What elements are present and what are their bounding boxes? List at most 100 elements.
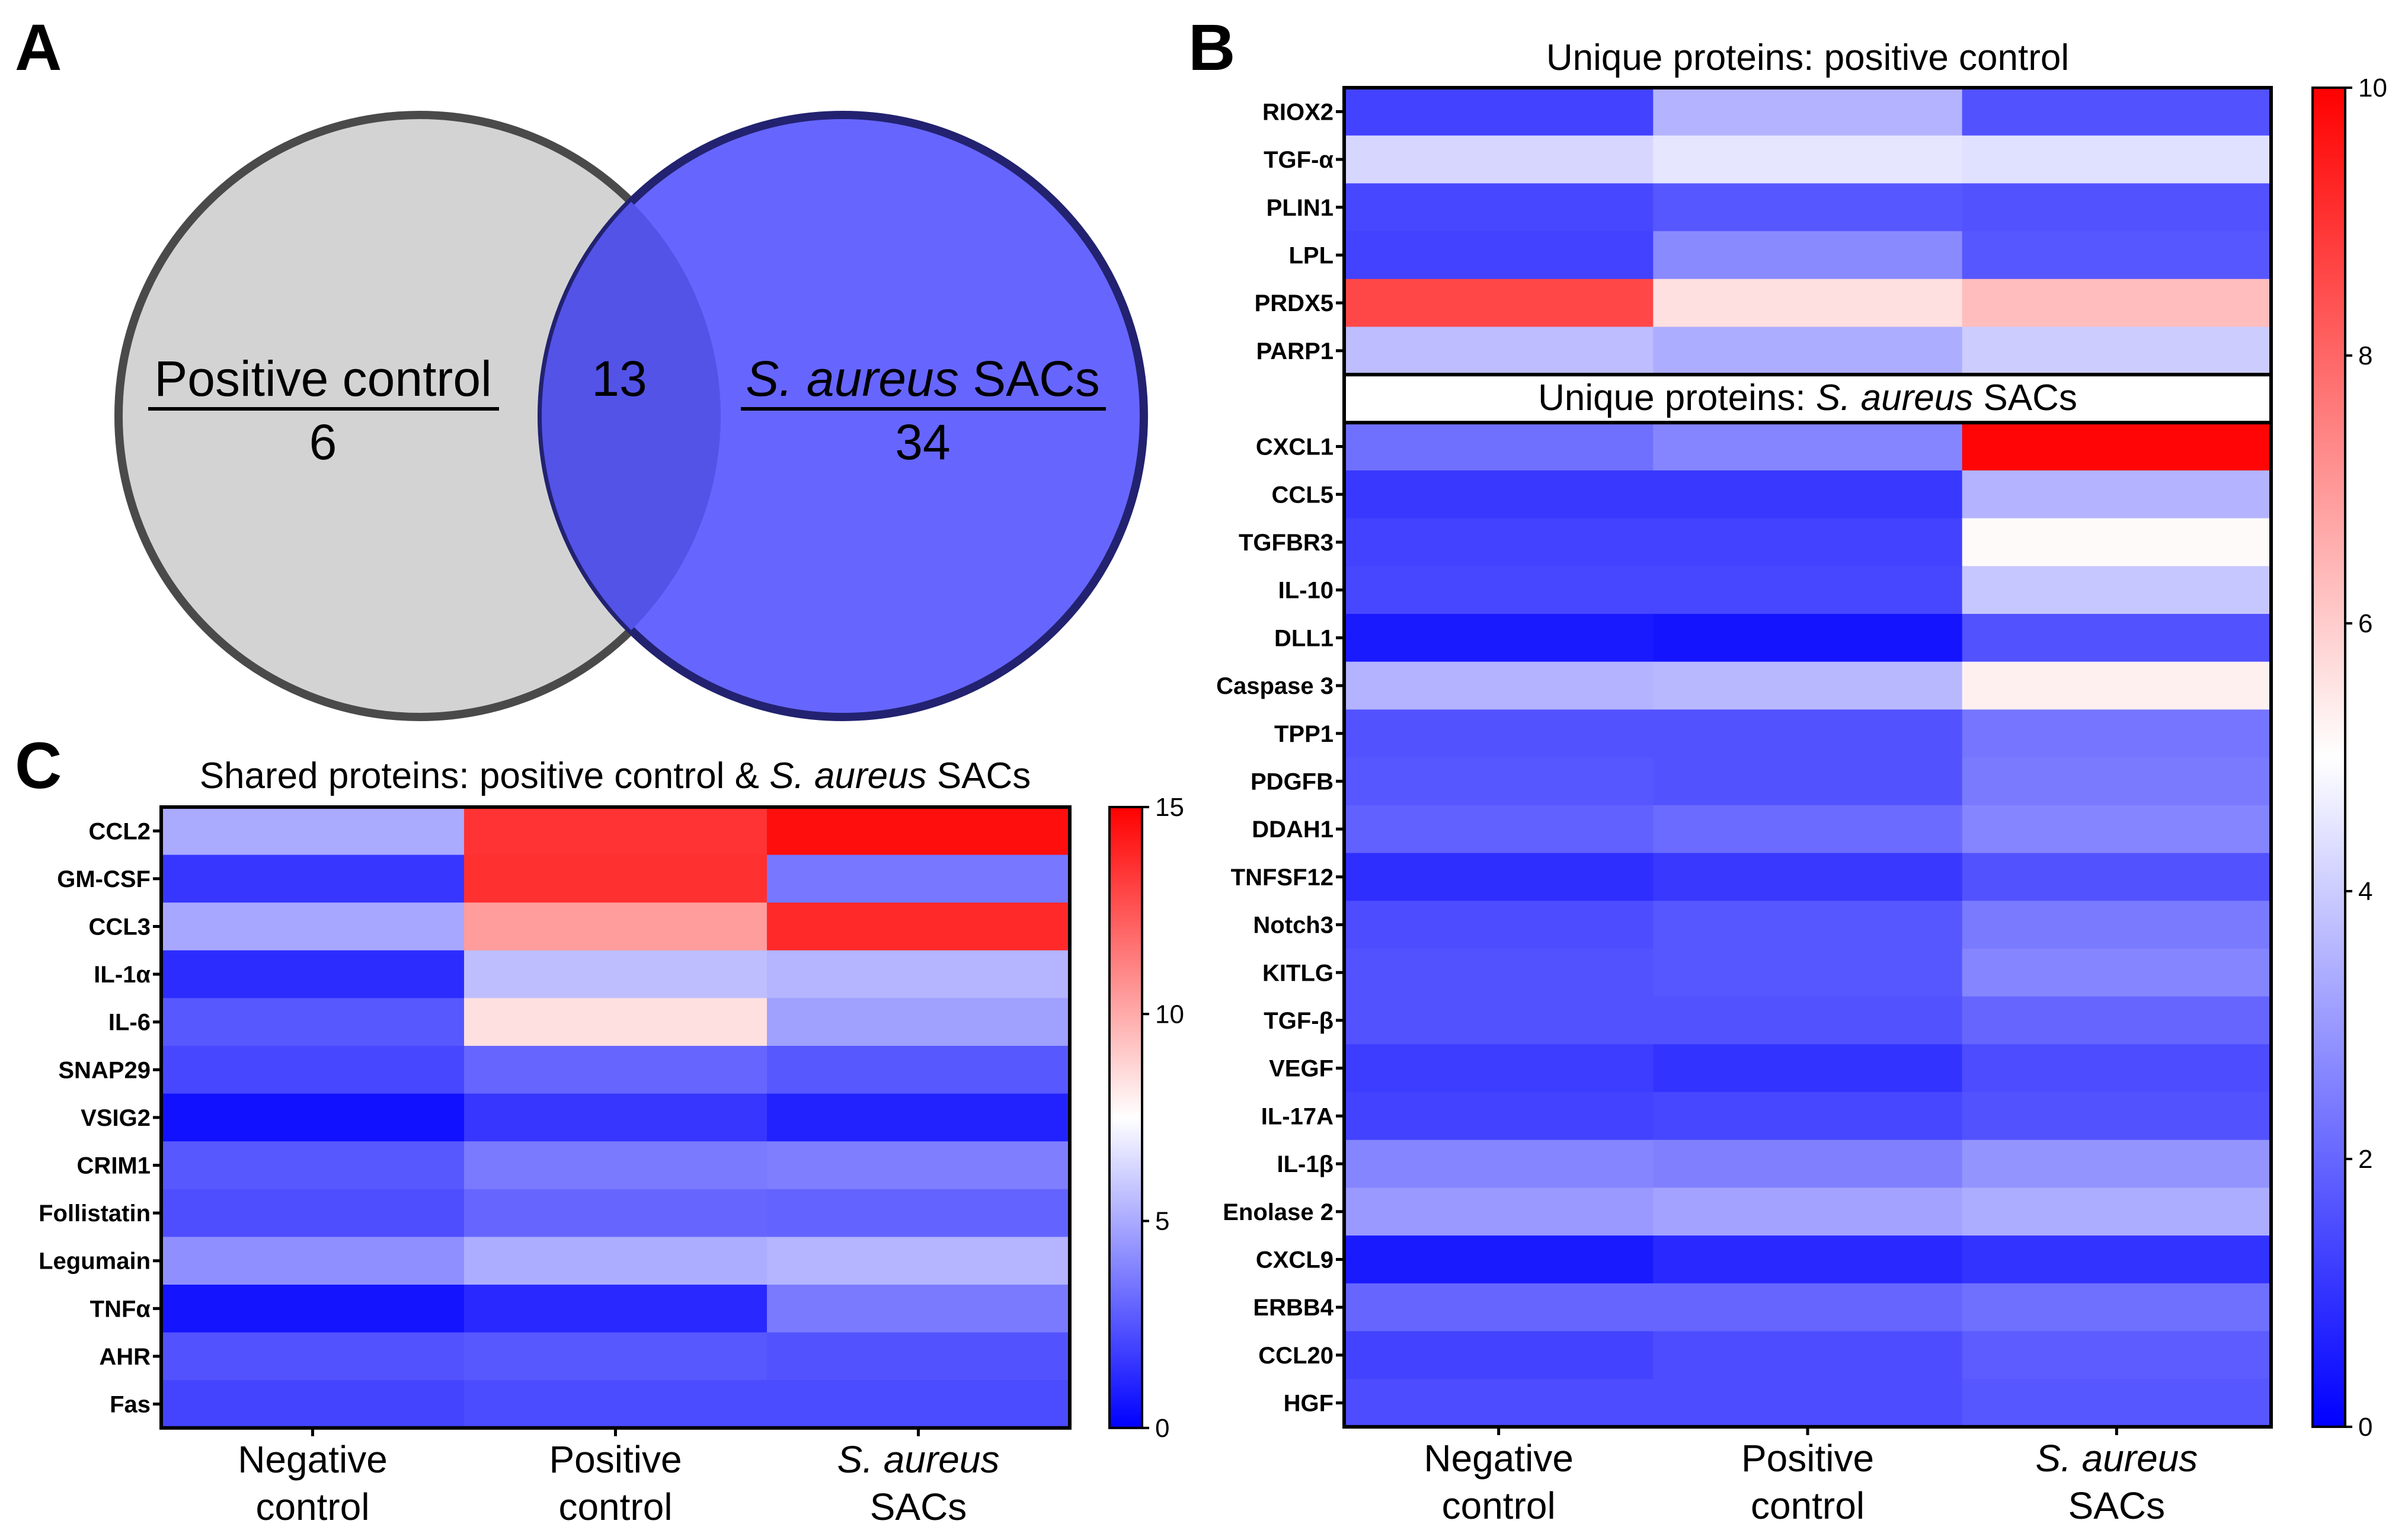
heatmap-b-cell-pdgfb-1	[1344, 757, 1654, 806]
heatmap-c: Shared proteins: positive control & S. a…	[39, 756, 1184, 1527]
heatmap-c-col-label-2-line2: control	[558, 1486, 672, 1527]
heatmap-c-row-label-ccl3: CCL3	[89, 914, 151, 940]
heatmap-b-title-2-part: S. aureus	[1816, 377, 1973, 418]
heatmap-b-cell-tgf-1	[1344, 996, 1654, 1045]
heatmap-b-cell-parp1-2	[1653, 326, 1963, 375]
heatmap-c-row-label-gm-csf: GM-CSF	[57, 866, 151, 892]
heatmap-b-cell-tnfsf12-3	[1962, 853, 2272, 901]
heatmap-b-cell-ccl5-3	[1962, 470, 2272, 519]
heatmap-b-cell-vegf-3	[1962, 1044, 2272, 1093]
heatmap-c-cell-ccl2-3	[767, 807, 1070, 856]
heatmap-b-row-label-il-17a: IL-17A	[1261, 1103, 1333, 1129]
heatmap-b-cell-enolase-2-2	[1653, 1187, 1963, 1236]
heatmap-c-cell-vsig2-1	[161, 1093, 465, 1142]
heatmap-b-row-label-il-10: IL-10	[1278, 578, 1333, 604]
heatmap-b-cell-cxcl9-2	[1653, 1235, 1963, 1284]
heatmap-b-row-label-prdx5: PRDX5	[1255, 290, 1333, 316]
heatmap-b-cell-riox2-2	[1653, 88, 1963, 136]
heatmap-c-row-label-ccl2: CCL2	[89, 818, 151, 844]
heatmap-c-row-label-snap29: SNAP29	[58, 1057, 151, 1083]
heatmap-b-row-label-tgf: TGF-β	[1264, 1008, 1333, 1034]
heatmap-c-cell-ccl3-2	[464, 902, 768, 951]
heatmap-b-cell-ccl5-2	[1653, 470, 1963, 519]
heatmap-b-cell-il-10-1	[1344, 566, 1654, 614]
heatmap-c-cell-gm-csf-2	[464, 854, 768, 903]
heatmap-b-row-label-pdgfb: PDGFB	[1251, 769, 1333, 795]
venn-right-label-rest: SACs	[959, 351, 1100, 406]
heatmap-c-col-label-1-line2: control	[255, 1486, 369, 1527]
heatmap-b-cell-tgfbr3-2	[1653, 518, 1963, 566]
heatmap-b-row-label-notch3: Notch3	[1253, 913, 1333, 939]
heatmap-b-cell-riox2-3	[1962, 88, 2272, 136]
heatmap-b-cell-ccl20-2	[1653, 1331, 1963, 1379]
heatmap-c-row-label-ahr: AHR	[99, 1344, 151, 1370]
heatmap-c-row-label-tnf: TNFα	[90, 1296, 151, 1322]
heatmap-b-cell-notch3-2	[1653, 901, 1963, 949]
heatmap-b-cell-cxcl1-3	[1962, 422, 2272, 471]
heatmap-c-cell-fas-1	[161, 1380, 465, 1429]
heatmap-b-cell-ddah1-3	[1962, 805, 2272, 854]
heatmap-c-cell-legumain-2	[464, 1237, 768, 1285]
heatmap-c-cell-il-6-2	[464, 998, 768, 1046]
heatmap-b-cell-tpp1-1	[1344, 709, 1654, 758]
venn-overlap-count: 13	[591, 351, 647, 406]
heatmap-b-cell-ccl5-1	[1344, 470, 1654, 519]
heatmap-b-cell-erbb4-1	[1344, 1283, 1654, 1332]
heatmap-b-row-label-plin1: PLIN1	[1267, 195, 1333, 221]
heatmap-b-cell-parp1-1	[1344, 326, 1654, 375]
heatmap-b-cell-vegf-1	[1344, 1044, 1654, 1093]
heatmap-c-row-label-il-6: IL-6	[108, 1010, 151, 1036]
heatmap-c-cell-ahr-2	[464, 1332, 768, 1381]
heatmap-b-colorbar-label-8: 8	[2358, 341, 2372, 370]
heatmap-b-cell-tpp1-2	[1653, 709, 1963, 758]
heatmap-b-col-label-2: Positive	[1741, 1437, 1874, 1480]
heatmap-b-cell-pdgfb-3	[1962, 757, 2272, 806]
heatmap-c-cell-fas-3	[767, 1380, 1070, 1429]
heatmap-c-cell-il-6-3	[767, 998, 1070, 1046]
heatmap-c-cell-il-1-2	[464, 950, 768, 998]
heatmap-c-cell-crim1-2	[464, 1141, 768, 1190]
heatmap-b-row-label-cxcl1: CXCL1	[1256, 434, 1333, 460]
heatmap-c-cell-follistatin-2	[464, 1189, 768, 1237]
heatmap-b-cell-caspase-3-1	[1344, 661, 1654, 710]
heatmap-c-colorbar-label-15: 15	[1155, 793, 1184, 822]
heatmap-b-cell-il-1-3	[1962, 1139, 2272, 1188]
heatmap-b-cell-tgf-2	[1653, 996, 1963, 1045]
heatmap-b-cell-tgf-1	[1344, 135, 1654, 184]
heatmap-b-cell-vegf-2	[1653, 1044, 1963, 1093]
heatmap-b-cell-tgf-3	[1962, 135, 2272, 184]
heatmap-b-cell-tgf-2	[1653, 135, 1963, 184]
heatmap-c-cell-snap29-1	[161, 1046, 465, 1094]
heatmap-b-row-label-cxcl9: CXCL9	[1256, 1247, 1333, 1273]
heatmap-c-cell-legumain-3	[767, 1237, 1070, 1285]
heatmap-c-col-label-2: Positive	[549, 1438, 682, 1481]
heatmap-b-row-label-parp1: PARP1	[1256, 338, 1333, 364]
heatmap-c-cell-snap29-2	[464, 1046, 768, 1094]
heatmap-b-cell-dll1-3	[1962, 614, 2272, 662]
heatmap-c-cell-il-1-1	[161, 950, 465, 998]
heatmap-b-cell-dll1-1	[1344, 614, 1654, 662]
heatmap-b-cell-hgf-3	[1962, 1379, 2272, 1427]
heatmap-b-row-label-ccl20: CCL20	[1258, 1343, 1333, 1369]
heatmap-b-cell-prdx5-3	[1962, 278, 2272, 328]
heatmap-b: Unique proteins: positive controlRIOX2TG…	[1216, 37, 2387, 1527]
heatmap-c-colorbar-label-10: 10	[1155, 1000, 1184, 1029]
heatmap-c-title: Shared proteins: positive control & S. a…	[200, 756, 1031, 796]
heatmap-c-colorbar-label-0: 0	[1155, 1414, 1169, 1443]
heatmap-b-block-frame-1	[1342, 86, 2273, 377]
heatmap-b-cell-enolase-2-3	[1962, 1187, 2272, 1236]
heatmap-b-cell-kitlg-2	[1653, 948, 1963, 997]
heatmap-c-cell-ccl2-2	[464, 807, 768, 856]
heatmap-c-cell-fas-2	[464, 1380, 768, 1429]
heatmap-b-cell-il-10-2	[1653, 566, 1963, 614]
heatmap-b-title-2-part: SACs	[1973, 377, 2077, 418]
heatmap-c-cell-snap29-3	[767, 1046, 1070, 1094]
heatmap-b-col-label-1-line2: control	[1442, 1484, 1556, 1527]
panel-letter-b: B	[1188, 11, 1235, 84]
heatmap-c-cell-tnf-1	[161, 1285, 465, 1333]
heatmap-c-colorbar	[1108, 806, 1143, 1429]
heatmap-b-row-label-lpl: LPL	[1288, 242, 1333, 268]
heatmap-b-colorbar-label-0: 0	[2358, 1413, 2372, 1442]
heatmap-c-cell-il-6-1	[161, 998, 465, 1046]
